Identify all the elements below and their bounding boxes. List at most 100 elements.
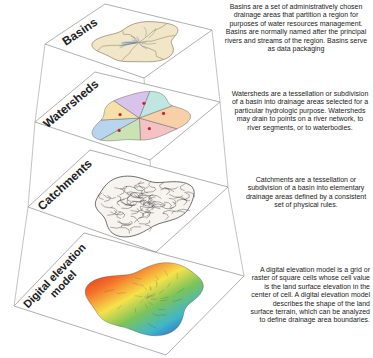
catchment-boundary [140,206,149,212]
catchment-boundary [139,212,144,219]
guide-line [212,30,220,102]
catchment-boundary [137,217,146,222]
terrain-texture [159,290,164,294]
terrain-texture [140,285,144,287]
plane-outline [35,72,220,160]
catchment-boundary [164,188,169,195]
map-layer: Digital elevation model [12,231,246,357]
catchment-boundary [153,204,165,207]
terrain-texture [165,271,168,277]
elevation-raster [85,263,203,336]
terrain-texture [135,308,136,312]
catchment-boundary [130,195,143,199]
basin-divide [139,24,167,43]
terrain-texture [132,283,138,285]
catchment-boundary [135,185,143,191]
layer-description: Basins are a set of administratively cho… [222,3,370,53]
catchment-map [95,176,194,237]
catchment-boundary [119,189,124,195]
terrain-texture [159,314,166,315]
terrain-texture [134,296,142,297]
catchment-boundary [127,192,139,196]
catchment-boundary [180,184,184,191]
guide-line [14,207,28,306]
catchment-boundary [131,227,142,231]
terrain-texture [160,297,168,299]
terrain-texture [150,286,151,290]
terrain-texture [155,276,158,280]
basin-divide [122,43,139,61]
terrain-texture [147,294,152,297]
catchment-boundary [164,187,177,190]
watershed-area [92,118,139,140]
catchment-boundary [177,199,190,202]
catchment-boundary [160,182,164,189]
catchment-boundary [160,206,173,209]
catchment-boundary [99,193,104,200]
catchment-boundary [104,196,110,202]
terrain-texture [177,288,184,293]
catchment-boundary [145,225,151,232]
terrain-texture [141,300,144,303]
catchment-boundary [122,194,129,200]
terrain-texture [167,282,170,287]
map-layer: Catchments [26,148,230,254]
terrain-texture [177,273,178,279]
guide-line [35,44,45,122]
terrain-texture [148,323,157,328]
catchment-boundary [132,199,144,202]
terrain-texture [159,309,165,310]
terrain-texture [144,288,146,291]
plane-outline [14,233,244,355]
catchment-boundary [118,212,125,219]
catchment-boundary [144,187,149,194]
layer-description: A digital elevation model is a grid or r… [250,266,370,325]
catchment-boundary [184,193,189,200]
outlet-point [118,129,121,132]
catchment-boundary [140,201,149,206]
catchment-boundary [145,212,150,219]
basin-divide [139,36,175,43]
catchment-boundary [132,193,143,197]
catchment-boundary [127,195,132,202]
terrain-texture [149,286,151,290]
terrain-texture [156,280,157,285]
outlet-point [148,127,151,130]
terrain-texture [145,303,147,308]
catchment-boundary [114,186,127,189]
river-line [142,43,157,45]
river-line [120,43,136,48]
catchment-boundary [169,194,183,197]
basin-divide [123,31,139,43]
catchment-boundary [137,186,144,192]
terrain-texture [146,298,148,299]
catchment-boundary [103,194,116,198]
basin-map [92,22,178,62]
guide-line [28,122,35,207]
terrain-texture [144,296,145,298]
catchment-boundary [146,210,151,217]
terrain-texture [150,298,156,299]
river-line [141,42,147,44]
terrain-texture [147,298,148,299]
catchment-boundary [139,220,150,224]
catchment-boundary [164,202,171,208]
terrain-texture [160,299,167,301]
outlet-point [118,113,121,116]
river-line [139,44,147,49]
plane-outline [45,4,212,78]
river-line [131,36,139,41]
river-line [132,40,139,42]
river-line [137,36,140,41]
catchment-boundary [117,222,130,224]
terrain-texture [118,305,122,309]
terrain-texture [145,298,146,299]
terrain-texture [148,302,153,305]
terrain-texture [104,290,114,292]
catchment-boundary [163,213,169,220]
catchment-boundary [148,195,161,199]
layer-description: Catchments are a tessellation or subdivi… [242,176,370,210]
catchment-boundary [184,192,194,197]
catchment-boundary [177,209,190,212]
